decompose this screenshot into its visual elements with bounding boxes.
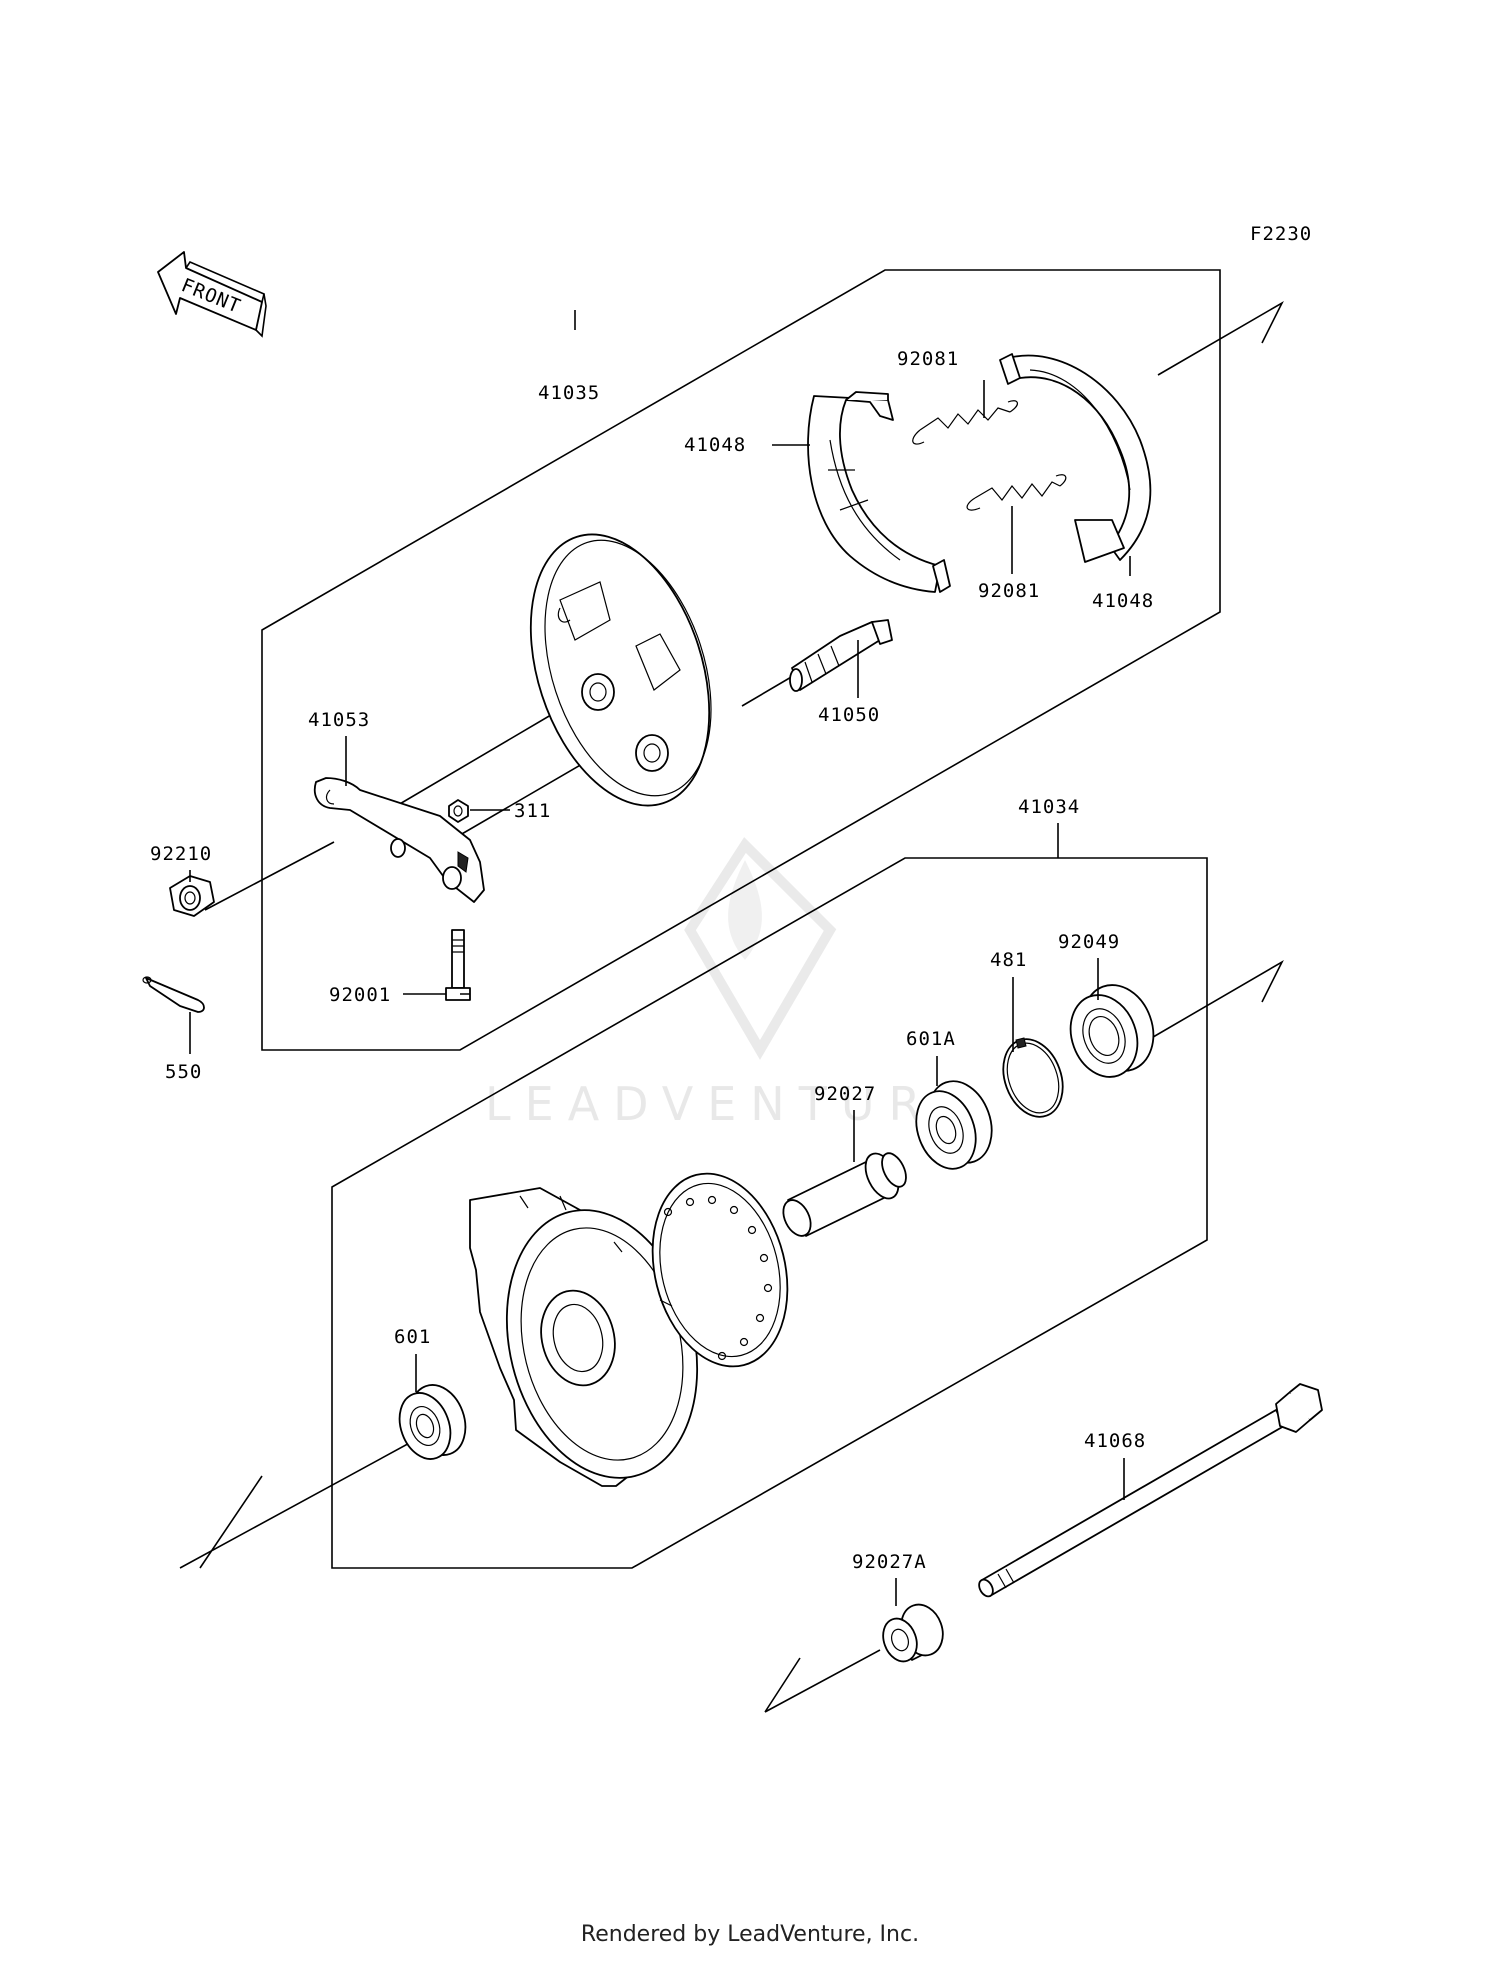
brake-cam[interactable] (789, 619, 893, 692)
part-label-92027[interactable]: 92027 (814, 1083, 876, 1105)
part-label-92210[interactable]: 92210 (150, 843, 212, 865)
brake-cam-lever[interactable] (313, 777, 485, 903)
brake-panel-group-outline (261, 269, 1221, 1051)
part-label-41053[interactable]: 41053 (308, 709, 370, 731)
part-label-41048-left[interactable]: 41048 (684, 434, 746, 456)
part-label-41048-right[interactable]: 41048 (1092, 590, 1154, 612)
axle-41068[interactable] (976, 1383, 1323, 1599)
watermark-text: LEADVENTURE (485, 1077, 978, 1131)
nut-92210[interactable] (169, 875, 215, 917)
part-label-92081-upper[interactable]: 92081 (897, 348, 959, 370)
axis-line-lower (179, 959, 1284, 1569)
part-label-41068[interactable]: 41068 (1084, 1430, 1146, 1452)
spring-lower[interactable] (966, 474, 1067, 511)
bolt-92001[interactable] (445, 929, 471, 1001)
front-direction-arrow: FRONT (157, 251, 267, 338)
part-label-41050[interactable]: 41050 (818, 704, 880, 726)
bearing-601[interactable] (391, 1377, 475, 1466)
bearing-601A[interactable] (906, 1072, 1003, 1177)
circlip-481[interactable] (993, 1031, 1073, 1125)
oil-seal-92049[interactable] (1060, 975, 1165, 1086)
part-label-311[interactable]: 311 (514, 800, 551, 822)
part-label-601[interactable]: 601 (394, 1326, 431, 1348)
part-label-41034[interactable]: 41034 (1018, 796, 1080, 818)
diagram-code: F2230 (1250, 223, 1312, 245)
brake-panel[interactable] (499, 512, 741, 829)
part-label-550[interactable]: 550 (165, 1061, 202, 1083)
part-labels: 41035 41048 92081 92081 41048 41050 4105… (150, 348, 1154, 1573)
leadventure-watermark: LEADVENTURE (485, 837, 978, 1131)
hub-group-outline (331, 857, 1208, 1569)
part-label-41035[interactable]: 41035 (538, 382, 600, 404)
spring-upper[interactable] (912, 400, 1018, 445)
part-label-92049[interactable]: 92049 (1058, 931, 1120, 953)
wheel-hub[interactable] (469, 1159, 807, 1498)
part-label-92081-lower[interactable]: 92081 (978, 580, 1040, 602)
render-credit-footer: Rendered by LeadVenture, Inc. (580, 1922, 920, 1947)
brake-shoe-right[interactable] (999, 353, 1152, 563)
axis-line-upper (204, 300, 1284, 911)
nut-311[interactable] (448, 799, 469, 823)
cotter-pin-550[interactable] (142, 976, 205, 1013)
leader-lines (189, 310, 1131, 1606)
spacer-92027[interactable] (778, 1148, 911, 1240)
collar-92027A[interactable] (877, 1599, 949, 1666)
axis-line-spacer (764, 1649, 881, 1713)
part-label-481[interactable]: 481 (990, 949, 1027, 971)
brake-shoe-left[interactable] (807, 391, 951, 593)
part-label-92027A[interactable]: 92027A (852, 1551, 927, 1573)
part-label-601A[interactable]: 601A (906, 1028, 956, 1050)
part-label-92001[interactable]: 92001 (329, 984, 391, 1006)
